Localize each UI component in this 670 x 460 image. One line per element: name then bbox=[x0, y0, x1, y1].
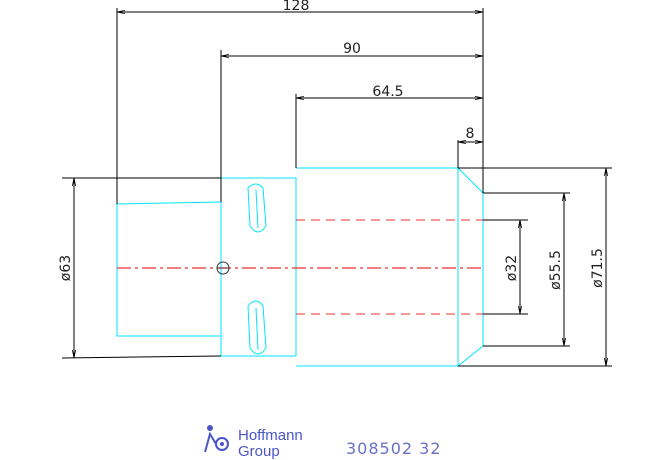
hoffmann-group-figure-icon bbox=[204, 425, 229, 453]
dim-chamfer: 8 bbox=[466, 126, 475, 142]
dim-dia-63: ø63 bbox=[58, 255, 74, 281]
brand-line-2: Group bbox=[238, 443, 280, 460]
dim-dia-32: ø32 bbox=[504, 255, 520, 281]
dim-dia-55-5: ø55.5 bbox=[548, 250, 564, 290]
center-point bbox=[216, 261, 230, 275]
part-outline bbox=[116, 167, 484, 367]
lower-slot bbox=[247, 300, 267, 355]
hidden-bore bbox=[296, 219, 483, 315]
upper-slot bbox=[247, 183, 267, 233]
extension-lines bbox=[61, 8, 612, 367]
brand-line-1: Hoffmann bbox=[238, 427, 303, 444]
dim-dia-71-5: ø71.5 bbox=[590, 248, 606, 288]
part-number: 308502 32 bbox=[346, 439, 442, 458]
dim-length-64-5: 64.5 bbox=[372, 84, 403, 100]
dim-length-90: 90 bbox=[343, 41, 361, 57]
dim-overall-length: 128 bbox=[283, 0, 310, 14]
dimension-lines bbox=[74, 12, 606, 366]
